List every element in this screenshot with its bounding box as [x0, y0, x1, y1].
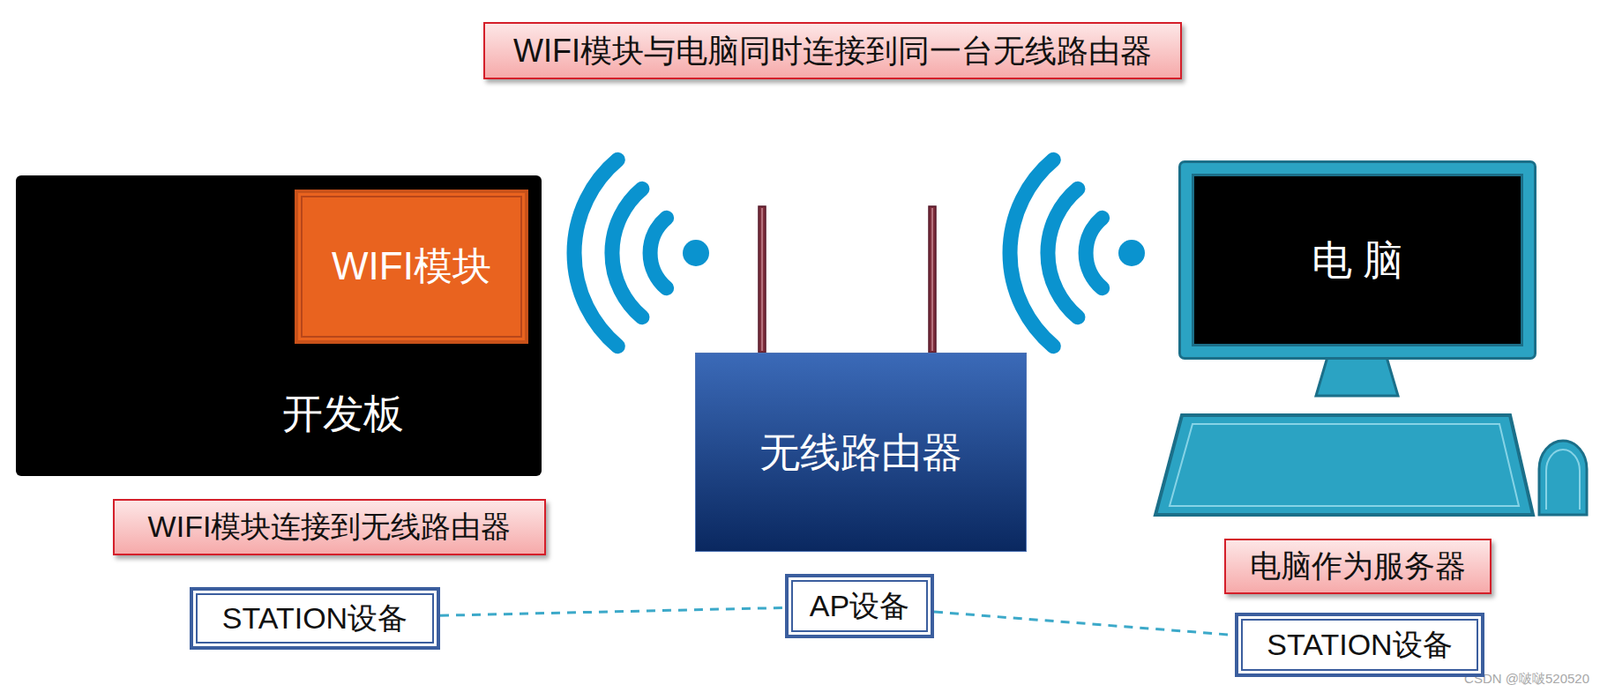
wifi-signal [1009, 159, 1145, 346]
node-label: 电脑作为服务器 [1249, 548, 1466, 584]
node-label: 电 脑 [1311, 237, 1405, 285]
role-box: AP设备 [785, 574, 935, 639]
node-label: STATION设备 [1266, 628, 1452, 663]
title-text: WIFI模块与电脑同时连接到同一台无线路由器 [513, 32, 1152, 69]
node-label: AP设备 [809, 589, 910, 624]
router-box: 无线路由器 [695, 352, 1027, 553]
wifi-module-box: WIFI模块 [294, 189, 529, 344]
keyboard [1155, 415, 1533, 516]
title-box: WIFI模块与电脑同时连接到同一台无线路由器 [483, 22, 1182, 80]
node-label: STATION设备 [222, 601, 408, 636]
node-label: WIFI模块连接到无线路由器 [148, 509, 512, 545]
monitor-stand [1315, 357, 1399, 397]
dashed-connector [440, 607, 786, 616]
node-label: WIFI模块 [331, 244, 492, 290]
dashed-connector [934, 612, 1235, 636]
note-box: WIFI模块连接到无线路由器 [112, 499, 546, 556]
role-box: STATION设备 [1234, 613, 1485, 678]
antenna [758, 206, 936, 353]
monitor-screen: 电 脑 [1181, 163, 1534, 358]
dev-board: 开发板 WIFI模块 [15, 175, 542, 477]
note-box: 电脑作为服务器 [1224, 538, 1492, 595]
wifi-signal [574, 159, 710, 346]
node-label: 无线路由器 [759, 429, 963, 477]
node-label: 开发板 [282, 390, 404, 438]
mouse [1539, 441, 1587, 516]
role-box: STATION设备 [189, 587, 441, 651]
